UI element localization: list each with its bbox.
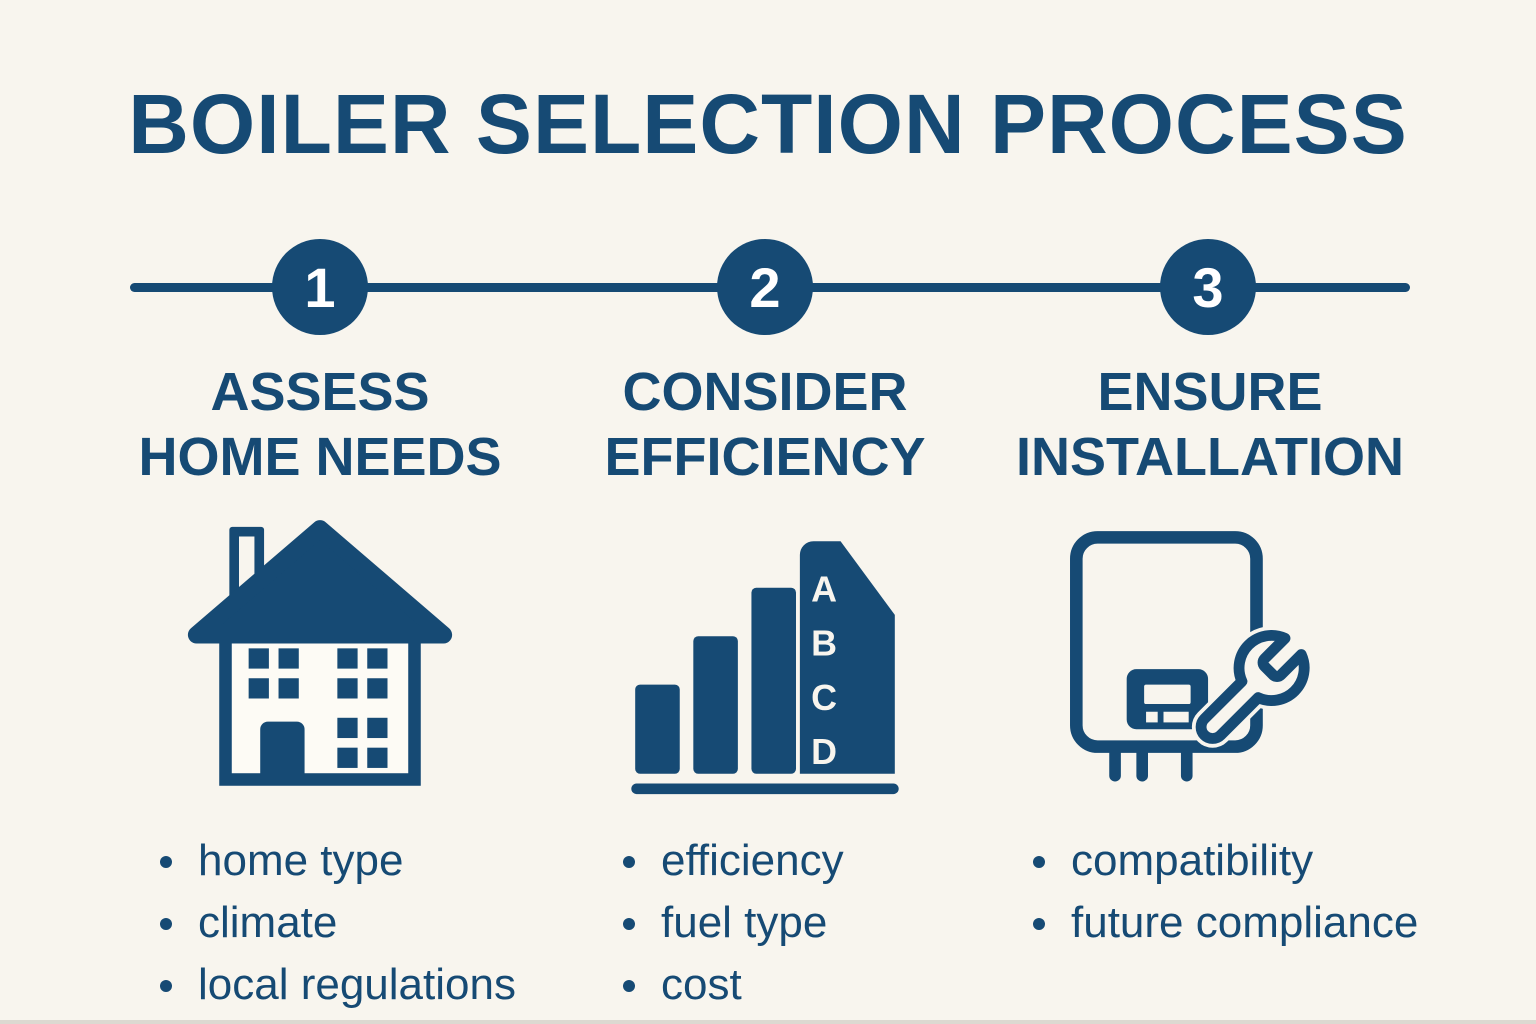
step-heading-2-line2: EFFICIENCY bbox=[604, 426, 926, 487]
bullet-dot bbox=[160, 979, 172, 992]
list-item: cost bbox=[623, 954, 945, 1016]
bullet-text: future compliance bbox=[1071, 897, 1419, 947]
step-heading-3-line2: INSTALLATION bbox=[1016, 426, 1404, 487]
bullet-dot bbox=[623, 979, 635, 992]
bullet-dot bbox=[160, 855, 172, 868]
bullet-text: efficiency bbox=[661, 835, 844, 885]
list-item: future compliance bbox=[1033, 892, 1425, 954]
list-item: climate bbox=[160, 892, 540, 954]
bullet-text: local regulations bbox=[198, 959, 516, 1009]
bullet-dot bbox=[623, 917, 635, 930]
step-number-2: 2 bbox=[749, 255, 781, 319]
list-item: fuel type bbox=[623, 892, 945, 954]
efficiency-label-c: C bbox=[811, 678, 837, 718]
list-item: local regulations bbox=[160, 954, 540, 1016]
step-column-2: CONSIDER EFFICIENCY A B C D bbox=[585, 360, 945, 1016]
bullet-text: fuel type bbox=[661, 897, 828, 947]
step-circle-1: 1 bbox=[272, 239, 368, 335]
efficiency-rating-icon: A B C D bbox=[585, 508, 945, 808]
bullet-text: home type bbox=[198, 835, 404, 885]
bullet-list-3: compatibility future compliance bbox=[995, 830, 1425, 954]
bullet-list-2: efficiency fuel type cost bbox=[585, 830, 945, 1016]
step-circle-2: 2 bbox=[717, 239, 813, 335]
step-heading-2: CONSIDER EFFICIENCY bbox=[585, 360, 945, 490]
step-heading-2-line1: CONSIDER bbox=[622, 362, 908, 422]
step-heading-3-line1: ENSURE bbox=[1097, 362, 1323, 422]
house-icon bbox=[100, 508, 540, 808]
bullet-dot bbox=[160, 917, 172, 930]
bullet-dot bbox=[1033, 917, 1045, 930]
step-heading-1: ASSESS HOME NEEDS bbox=[100, 360, 540, 490]
bottom-edge-line bbox=[0, 1020, 1536, 1024]
step-circle-3: 3 bbox=[1160, 239, 1256, 335]
bullet-text: climate bbox=[198, 897, 338, 947]
step-heading-3: ENSURE INSTALLATION bbox=[995, 360, 1425, 490]
page-title: BOILER SELECTION PROCESS bbox=[128, 77, 1408, 171]
step-column-3: ENSURE INSTALLATION bbox=[995, 360, 1425, 954]
step-number-1: 1 bbox=[304, 255, 336, 319]
bullet-text: compatibility bbox=[1071, 835, 1314, 885]
efficiency-label-b: B bbox=[811, 624, 837, 664]
bullet-list-1: home type climate local regulations bbox=[100, 830, 540, 1016]
bullet-dot bbox=[623, 855, 635, 868]
list-item: compatibility bbox=[1033, 830, 1425, 892]
step-number-3: 3 bbox=[1192, 255, 1224, 319]
bullet-text: cost bbox=[661, 959, 742, 1009]
list-item: home type bbox=[160, 830, 540, 892]
step-heading-1-line1: ASSESS bbox=[210, 362, 430, 422]
boiler-wrench-icon bbox=[995, 508, 1425, 808]
list-item: efficiency bbox=[623, 830, 945, 892]
bullet-dot bbox=[1033, 855, 1045, 868]
step-column-1: ASSESS HOME NEEDS bbox=[100, 360, 540, 1016]
efficiency-label-d: D bbox=[811, 732, 837, 772]
efficiency-label-a: A bbox=[811, 569, 837, 609]
step-heading-1-line2: HOME NEEDS bbox=[138, 426, 502, 487]
